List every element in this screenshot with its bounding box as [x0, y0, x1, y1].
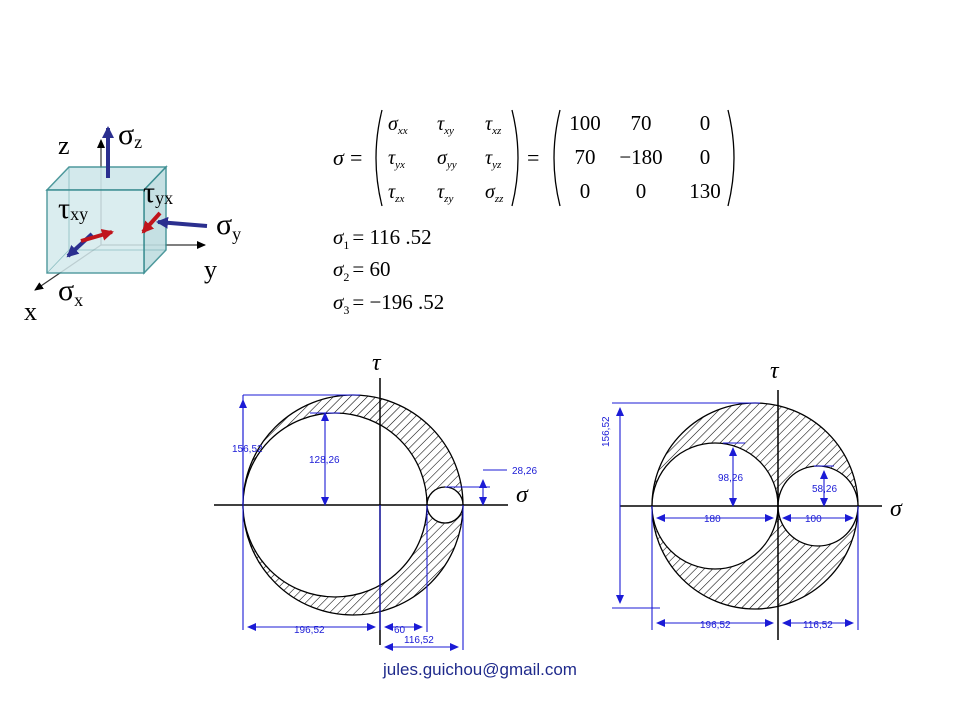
matrix-value: 130	[689, 179, 721, 203]
matrix-cell: τyz	[485, 147, 502, 171]
x-axis-label: x	[24, 297, 37, 326]
matrix-value: 0	[700, 111, 711, 135]
numeric-matrix-right-bracket	[727, 109, 735, 207]
principal-stress-1: σ1= 116 .52	[333, 225, 432, 252]
y-axis-label: y	[204, 255, 217, 284]
tau-xy-label: τxy	[58, 192, 88, 225]
equals-sign-2: =	[527, 145, 539, 170]
mohr-right-dim-right-diam: 100	[805, 514, 822, 525]
mohr-left-dim-s3: 196,52	[294, 625, 325, 636]
tau-yx-label: τyx	[143, 176, 173, 209]
mohr-right-dim-s1: 116,52	[803, 620, 833, 631]
stress-cube-diagram: z y x σz σy σx τyx τxy	[24, 118, 241, 326]
mohr-left-dim-s2: 60	[394, 625, 406, 636]
equals-sign-1: =	[350, 145, 362, 170]
mohr-right-dim-big-radius: 156,52	[601, 416, 612, 447]
cube-front-face	[46, 189, 145, 274]
matrix-value: 100	[569, 111, 601, 135]
mohr-right-dim-right-radius: 58,26	[812, 484, 837, 495]
principal-stress-3: σ3= −196 .52	[333, 290, 444, 317]
mohr-right-hatched-region	[652, 403, 858, 609]
matrix-cell: τxy	[437, 113, 454, 137]
matrix-cell: σxx	[388, 113, 408, 137]
matrix-value: 0	[580, 179, 591, 203]
author-email: jules.guichou@gmail.com	[383, 660, 577, 679]
z-axis-label: z	[58, 131, 70, 160]
mohr-left-tau-label: τ	[372, 350, 382, 376]
mohr-left-dimensions	[239, 394, 507, 651]
matrix-cell: σzz	[485, 181, 504, 205]
sigma-y-arrow	[156, 216, 208, 229]
tau-yx-arrow	[141, 211, 162, 234]
symbolic-matrix-right-bracket	[511, 109, 519, 207]
principal-stress-2: σ2= 60	[333, 257, 390, 284]
mohr-right-dim-left-diam: 180	[704, 514, 721, 525]
sigma-y-label: σy	[216, 208, 241, 244]
mohr-right-tau-label: τ	[770, 358, 780, 384]
mohr-right-dimensions	[612, 402, 859, 630]
mohr-right-dim-s3: 196,52	[700, 620, 731, 631]
matrix-cell: τxz	[485, 113, 502, 137]
matrix-value: 0	[700, 145, 711, 169]
mohr-right-sigma-label: σ	[890, 496, 903, 522]
symbolic-matrix-left-bracket	[375, 109, 383, 207]
sigma-tensor-symbol: σ	[333, 145, 345, 170]
tau-xy-arrow	[80, 229, 114, 243]
mohr-left-dim-mid-radius: 128,26	[309, 455, 340, 466]
matrix-cell: τyx	[388, 147, 405, 171]
mohr-right-dim-left-radius: 98,26	[718, 473, 743, 484]
symbolic-matrix: σxx τxy τxz τyx σyy τyz τzx τzy σzz	[388, 113, 504, 205]
mohr-left-dim-small-radius: 28,26	[512, 466, 537, 477]
numeric-matrix-left-bracket	[553, 109, 561, 207]
sigma-z-label: σz	[118, 118, 142, 152]
mohr-diagram-right: τ σ 156,52 98,26 58,26 180 100 196,52 11…	[601, 358, 903, 640]
mohr-left-dim-big-radius: 156,52	[232, 444, 263, 455]
mohr-diagram-left: τ σ 156,52 128,26 28,26 196,52 60 116,52	[214, 350, 537, 651]
matrix-cell: τzx	[388, 181, 404, 205]
principal-stresses: σ1= 116 .52 σ2= 60 σ3= −196 .52	[333, 225, 444, 317]
mohr-left-dim-s1: 116,52	[404, 635, 434, 646]
mohr-left-sigma-label: σ	[516, 482, 529, 508]
matrix-value: 0	[636, 179, 647, 203]
matrix-value: 70	[575, 145, 596, 169]
stress-tensor-equation: σ = σxx τxy τxz τyx σyy τyz τzx τzy σzz …	[333, 109, 735, 207]
matrix-value: −180	[619, 145, 662, 169]
matrix-cell: σyy	[437, 147, 457, 171]
sigma-x-label: σx	[58, 274, 83, 310]
matrix-value: 70	[631, 111, 652, 135]
numeric-matrix: 100 70 0 70 −180 0 0 0 130	[569, 111, 721, 203]
matrix-cell: τzy	[437, 181, 453, 205]
